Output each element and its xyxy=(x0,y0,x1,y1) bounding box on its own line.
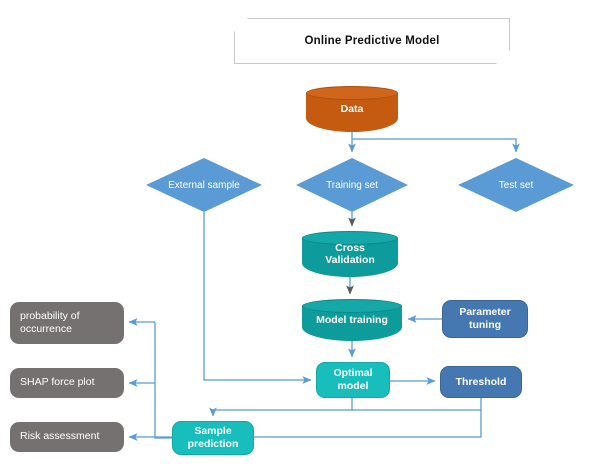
node-data-label: Data xyxy=(340,102,364,115)
node-sample-prediction-label-line1: Sample xyxy=(194,425,232,438)
edge-data-to-test xyxy=(352,138,520,153)
node-parameter-tuning[interactable]: Parameter tuning xyxy=(442,300,528,338)
node-sample-prediction[interactable]: Sample prediction xyxy=(172,421,254,455)
node-cross-validation-label: Cross Validation xyxy=(325,242,375,267)
node-optimal-model-label-line1: Optimal xyxy=(333,367,373,380)
node-probability-of-occurrence-label-line1: probability of xyxy=(20,309,80,322)
node-shap-force-plot[interactable]: SHAP force plot xyxy=(10,368,124,398)
node-probability-of-occurrence[interactable]: probability of occurrence xyxy=(10,302,124,344)
node-shap-force-plot-label: SHAP force plot xyxy=(20,376,95,389)
node-threshold-label: Threshold xyxy=(455,375,507,388)
node-model-training[interactable]: Model training xyxy=(302,299,402,341)
cylinder-top xyxy=(302,299,402,313)
node-cross-validation-label-line2: Validation xyxy=(325,254,375,266)
node-optimal-model-label-line2: model xyxy=(337,380,369,392)
node-sample-prediction-label-line2: prediction xyxy=(187,438,239,450)
node-sample-prediction-label: Sample prediction xyxy=(188,425,239,450)
node-data[interactable]: Data xyxy=(306,86,398,132)
page-title: Online Predictive Model xyxy=(304,35,440,47)
node-cross-validation-label-line1: Cross xyxy=(335,241,365,254)
node-threshold[interactable]: Threshold xyxy=(440,366,522,398)
node-optimal-model-label: Optimal model xyxy=(333,367,372,392)
node-parameter-tuning-label-line2: tuning xyxy=(468,319,502,331)
node-probability-of-occurrence-label-line2: occurrence xyxy=(20,323,72,335)
node-risk-assessment[interactable]: Risk assessment xyxy=(10,422,124,452)
node-probability-of-occurrence-label: probability of occurrence xyxy=(20,310,80,337)
title-banner: Online Predictive Model xyxy=(234,18,510,64)
edge-sample-to-bus xyxy=(154,322,172,439)
node-parameter-tuning-label-line1: Parameter xyxy=(459,306,511,319)
node-parameter-tuning-label: Parameter tuning xyxy=(459,306,510,331)
cylinder-top xyxy=(306,86,398,100)
edge-threshold-to-sample xyxy=(352,398,482,411)
edge-optimal-to-sample xyxy=(209,398,353,417)
cylinder-top xyxy=(302,231,398,245)
edge-external-to-optimal xyxy=(203,212,312,384)
node-optimal-model[interactable]: Optimal model xyxy=(316,362,390,398)
node-training-set-label: Training set xyxy=(326,179,378,191)
node-risk-assessment-label: Risk assessment xyxy=(20,430,100,443)
node-model-training-label: Model training xyxy=(316,313,388,326)
node-test-set-label: Test set xyxy=(498,179,534,191)
node-cross-validation[interactable]: Cross Validation xyxy=(302,231,398,277)
node-external-sample-label: External sample xyxy=(168,179,240,191)
edge-threshold-return xyxy=(155,410,482,438)
